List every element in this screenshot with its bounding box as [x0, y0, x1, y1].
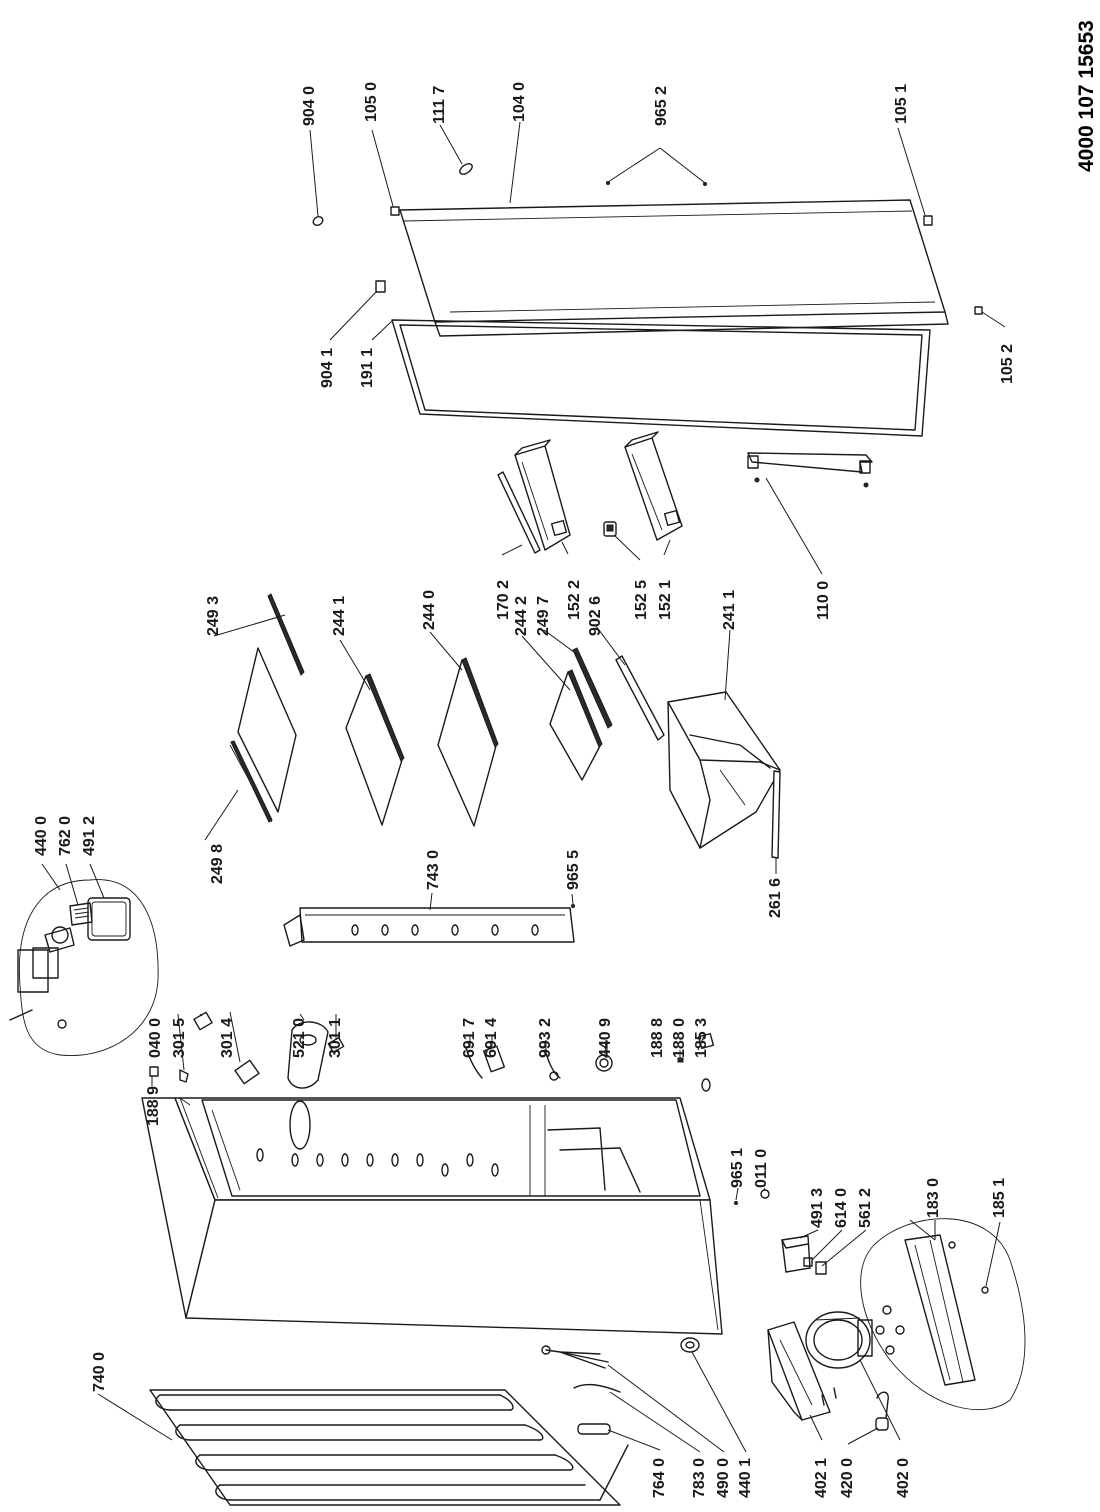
label-110-0: 110 0: [815, 581, 832, 620]
label-188-9: 188 9: [145, 1086, 162, 1126]
door-handle: [747, 452, 873, 488]
control-box: [781, 1235, 827, 1275]
label-904-1: 904 1: [319, 348, 336, 388]
cabinet-small-parts: [149, 1011, 770, 1205]
condenser-coil: [149, 1389, 629, 1506]
light-cover-and-bulb: [69, 897, 131, 941]
label-249-8: 249 8: [209, 844, 226, 884]
label-764-0: 764 0: [651, 1458, 668, 1498]
label-440-1: 440 1: [737, 1458, 754, 1498]
label-902-6: 902 6: [587, 596, 604, 636]
door-balcony-trim: [497, 471, 541, 554]
label-614-0: 614 0: [833, 1188, 850, 1228]
crisper-rail: [771, 770, 781, 859]
label-965-2: 965 2: [653, 86, 670, 126]
shelf-leader-lines: [204, 614, 777, 874]
light-assembly-callout: [9, 879, 159, 1056]
label-440-0: 440 0: [33, 816, 50, 856]
label-185-1: 185 1: [991, 1178, 1008, 1218]
air-duct-panel: [283, 892, 575, 947]
starter-relay: [875, 1391, 889, 1431]
door-panel: [399, 199, 949, 337]
label-561-2: 561 2: [857, 1188, 874, 1228]
label-152-5: 152 5: [633, 580, 650, 620]
label-762-0: 762 0: [57, 816, 74, 856]
cabinet-interior: [179, 1097, 701, 1197]
small-clip: [603, 521, 617, 537]
label-521-0: 521 0: [291, 1018, 308, 1058]
label-105-2: 105 2: [999, 344, 1016, 384]
label-249-7: 249 7: [535, 596, 552, 636]
door-small-parts: [312, 163, 983, 315]
label-105-1: 105 1: [893, 84, 910, 124]
label-402-0: 402 0: [895, 1458, 912, 1498]
door-leader-lines: [309, 121, 1006, 341]
label-402-1: 402 1: [813, 1458, 830, 1498]
bin-cover-strip: [615, 655, 665, 741]
tubing-leader-lines: [97, 1351, 747, 1453]
base-plate-callout: [860, 1218, 1026, 1411]
label-420-0: 420 0: [839, 1458, 856, 1498]
crisper-drawer: [667, 691, 781, 849]
label-185-3: 185 3: [693, 1018, 710, 1058]
label-152-2: 152 2: [566, 580, 583, 620]
label-040-0: 040 0: [147, 1018, 164, 1058]
label-152-1: 152 1: [657, 580, 674, 620]
balcony-leader-lines: [501, 477, 823, 575]
door-gasket: [391, 319, 931, 437]
glass-shelf-4: [549, 647, 613, 781]
label-301-1: 301 1: [327, 1018, 344, 1058]
label-904-0: 904 0: [301, 86, 318, 126]
label-244-0: 244 0: [421, 590, 438, 630]
compressor: [805, 1311, 873, 1369]
cabinet-body: [141, 1097, 723, 1335]
label-491-2: 491 2: [81, 816, 98, 856]
cabinet-tubing-parts: [541, 1337, 700, 1435]
label-105-0: 105 0: [363, 82, 380, 122]
label-244-2: 244 2: [513, 596, 530, 636]
label-111-7: 111 7: [431, 86, 448, 124]
label-183-0: 183 0: [925, 1178, 942, 1218]
label-490-0: 490 0: [715, 1458, 732, 1498]
label-965-5: 965 5: [565, 850, 582, 890]
label-965-1: 965 1: [729, 1148, 746, 1188]
label-241-1: 241 1: [721, 590, 738, 630]
label-440-9: 440 9: [597, 1018, 614, 1058]
document-number: 4000 107 15653: [1075, 20, 1098, 172]
label-188-8: 188 8: [649, 1018, 666, 1058]
door-balcony-lower: [624, 431, 683, 541]
label-011-0: 011 0: [753, 1149, 770, 1188]
label-170-2: 170 2: [495, 580, 512, 620]
label-244-1: 244 1: [331, 596, 348, 636]
label-301-5: 301 5: [171, 1018, 188, 1058]
label-261-6: 261 6: [767, 878, 784, 918]
label-740-0: 740 0: [91, 1352, 108, 1392]
label-249-3: 249 3: [205, 596, 222, 636]
compressor-bracket: [767, 1321, 837, 1421]
door-balcony-upper: [514, 439, 571, 551]
label-743-0: 743 0: [425, 850, 442, 890]
cabinet-leader-lines: [151, 1011, 766, 1201]
glass-shelf-2: [345, 673, 405, 826]
label-691-4: 691 4: [483, 1018, 500, 1058]
glass-shelf-3: [437, 657, 499, 827]
label-104-0: 104 0: [511, 82, 528, 122]
label-188-0: 188 0: [671, 1018, 688, 1058]
label-993-2: 993 2: [537, 1018, 554, 1058]
compressor-leader-lines: [799, 1219, 1001, 1445]
label-783-0: 783 0: [691, 1458, 708, 1498]
label-301-4: 301 4: [219, 1018, 236, 1058]
callout-leader-lines: [41, 863, 105, 906]
glass-shelf-1: [229, 593, 305, 823]
label-191-1: 191 1: [359, 348, 376, 388]
label-691-7: 691 7: [461, 1018, 478, 1058]
label-491-3: 491 3: [809, 1188, 826, 1228]
